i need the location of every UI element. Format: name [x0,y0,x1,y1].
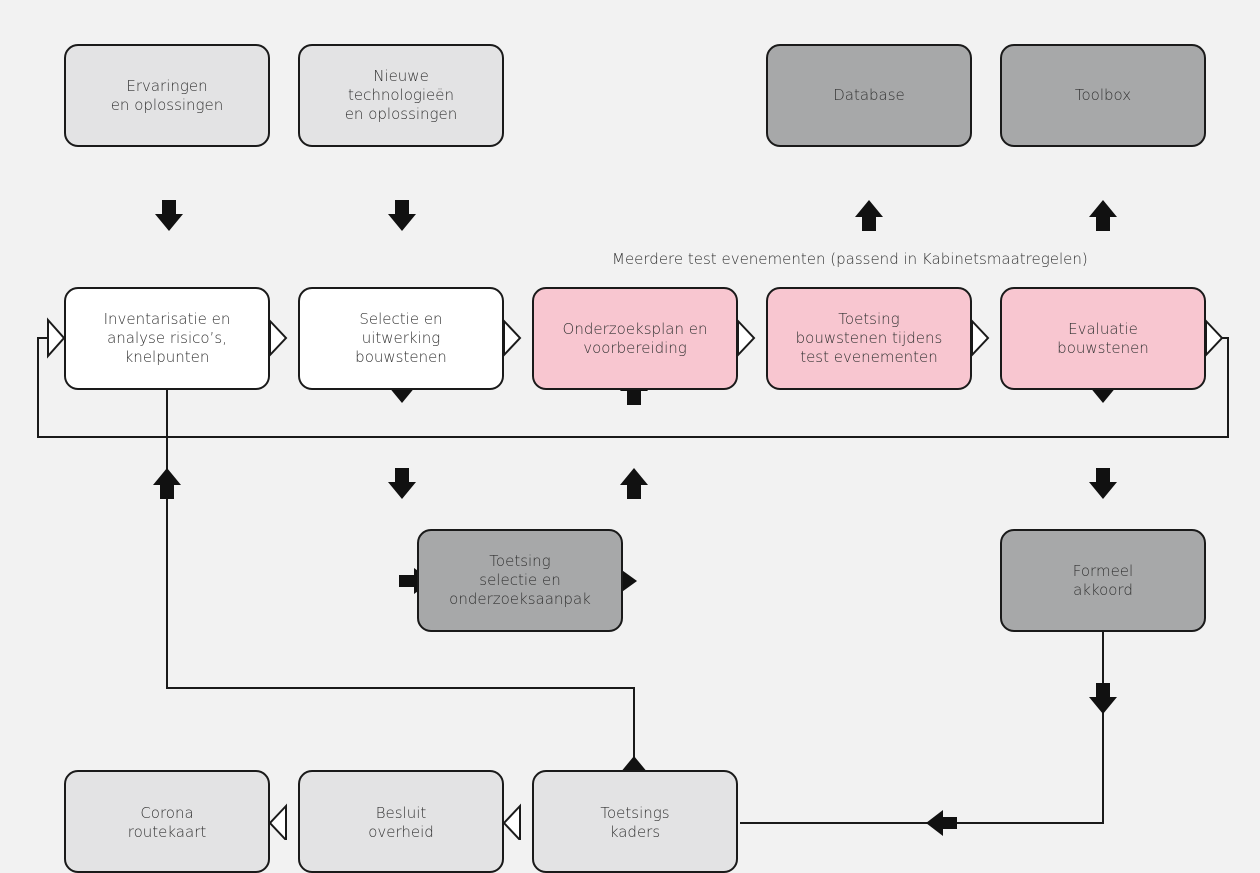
arrow-up-icon [855,200,883,231]
box-corona-routekaart: Corona routekaart [64,770,270,873]
arrow-down-icon [1089,683,1117,714]
box-toetsing-selectie-label: Toetsing selectie en onderzoeksaanpak [449,552,591,608]
box-onderzoeksplan-label: Onderzoeksplan en voorbereiding [562,319,708,357]
chevron-3 [737,318,756,358]
box-onderzoeksplan: Onderzoeksplan en voorbereiding [532,287,738,390]
box-corona-label: Corona routekaart [127,804,207,841]
chevron-4 [971,318,990,358]
arrow-down-icon [388,200,416,231]
arrow-down-icon [155,200,183,231]
box-inventarisatie: Inventarisatie en analyse risico’s, knel… [64,287,270,390]
box-toetsing-bouwstenen: Toetsing bouwstenen tijdens test eveneme… [766,287,972,390]
box-ervaringen-label: Ervaringen en oplossingen [110,76,224,114]
box-toolbox: Toolbox [1000,44,1206,147]
box-besluit-label: Besluit overheid [368,804,434,841]
box-toolbox-label: Toolbox [1074,86,1132,104]
chevron-1 [269,318,288,358]
arrow-up-icon [153,468,181,499]
process-diagram: Ervaringen en oplossingen Nieuwe technol… [37,44,1229,873]
chevron-bottom-1 [268,803,287,840]
box-formeel-label: Formeel akkoord [1072,561,1134,599]
box-formeel-akkoord: Formeel akkoord [1000,529,1206,632]
kaders-to-inventarisatie-line [166,390,635,770]
formeel-to-kaders-line [740,632,1104,824]
box-database-label: Database [833,86,905,104]
box-toetsings-kaders-label: Toetsings kaders [600,804,670,841]
box-toetsing-bouwstenen-label: Toetsing bouwstenen tijdens test eveneme… [795,310,943,366]
feedback-loop-line [37,337,1229,438]
box-database: Database [766,44,972,147]
box-evaluatie: Evaluatie bouwstenen [1000,287,1206,390]
box-toetsing-selectie: Toetsing selectie en onderzoeksaanpak [417,529,623,632]
chevron-bottom-2 [502,803,521,840]
box-inventarisatie-label: Inventarisatie en analyse risico’s, knel… [103,310,231,366]
arrow-up-icon [1089,200,1117,231]
box-besluit-overheid: Besluit overheid [298,770,504,873]
box-ervaringen: Ervaringen en oplossingen [64,44,270,147]
arrow-right-icon [399,568,432,594]
box-nieuwe-technologieen: Nieuwe technologieën en oplossingen [298,44,504,147]
arrow-down-icon [388,468,416,499]
caption-test-evenementen: Meerdere test evenementen (passend in Ka… [612,250,1088,268]
chevron-left-entry [47,317,66,359]
box-nieuwe-label: Nieuwe technologieën en oplossingen [344,67,458,123]
chevron-2 [503,318,522,358]
arrow-up-icon [620,468,648,499]
box-selectie: Selectie en uitwerking bouwstenen [298,287,504,390]
box-evaluatie-label: Evaluatie bouwstenen [1057,319,1149,357]
arrow-left-icon [926,810,957,836]
chevron-5 [1205,318,1224,358]
box-toetsings-kaders: Toetsings kaders [532,770,738,873]
arrow-down-icon [1089,468,1117,499]
box-selectie-label: Selectie en uitwerking bouwstenen [355,310,447,366]
